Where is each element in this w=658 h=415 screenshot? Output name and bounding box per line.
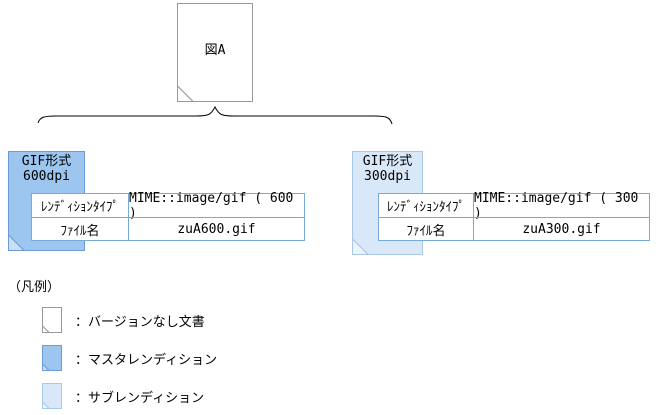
file-name-value-cell: zuA600.gif [177,221,256,237]
master-format-label: GIF形式 600dpi [8,154,85,184]
legend-title: （凡例） [8,280,61,295]
versionless-document-legend-icon [42,307,62,333]
format-name: GIF形式 [21,154,72,169]
master-rendition-table: ﾚﾝﾃﾞｨｼｮﾝﾀｲﾌﾟ MIME::image/gif ( 600 ) ﾌｧｲ… [31,190,305,241]
sub-rendition-table: ﾚﾝﾃﾞｨｼｮﾝﾀｲﾌﾟ MIME::image/gif ( 300 ) ﾌｧｲ… [378,190,650,241]
sub-format-label: GIF形式 300dpi [352,154,423,184]
legend-label: ：サブレンディション [75,390,205,406]
master-rendition-legend-icon [42,345,62,371]
table-row: ﾚﾝﾃﾞｨｼｮﾝﾀｲﾌﾟ MIME::image/gif ( 300 ) [379,190,649,221]
legend-item-sub-rendition: ：サブレンディション [42,383,204,409]
legend-item-versionless: ：バージョンなし文書 [42,307,205,333]
table-row: ﾌｧｲﾙ名 zuA600.gif [32,217,304,240]
legend-label: ：マスタレンディション [75,352,218,368]
format-dpi: 600dpi [23,169,70,184]
rendition-type-label-cell: ﾚﾝﾃﾞｨｼｮﾝﾀｲﾌﾟ [32,194,129,217]
rendition-type-value-cell: MIME::image/gif ( 300 ) [474,190,639,221]
legend-item-master-rendition: ：マスタレンディション [42,345,217,371]
table-row: ﾚﾝﾃﾞｨｼｮﾝﾀｲﾌﾟ MIME::image/gif ( 600 ) [32,190,304,221]
sub-rendition-legend-icon [42,383,62,409]
legend-label: ：バージョンなし文書 [75,314,205,330]
format-name: GIF形式 [362,154,413,169]
format-dpi: 300dpi [364,169,411,184]
file-name-value-cell: zuA300.gif [522,221,601,237]
grouping-brace-icon [37,105,393,125]
file-name-label-cell: ﾌｧｲﾙ名 [32,218,129,240]
rendition-type-value-cell: MIME::image/gif ( 600 ) [129,190,294,221]
source-document-label: 図A [204,43,226,58]
file-name-label-cell: ﾌｧｲﾙ名 [379,218,474,240]
table-row: ﾌｧｲﾙ名 zuA300.gif [379,217,649,240]
rendition-type-label-cell: ﾚﾝﾃﾞｨｼｮﾝﾀｲﾌﾟ [379,194,474,217]
versionless-document-icon [177,3,253,102]
